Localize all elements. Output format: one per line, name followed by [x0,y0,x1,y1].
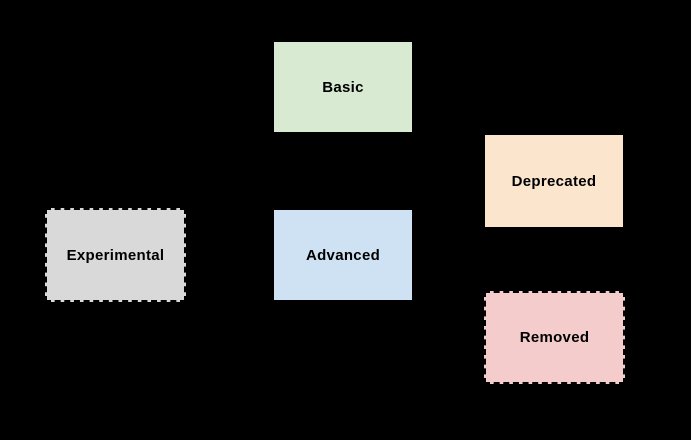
node-advanced-label: Advanced [305,246,381,264]
node-advanced: Advanced [273,209,413,301]
node-experimental-label: Experimental [66,246,165,264]
node-basic-label: Basic [322,78,364,96]
node-deprecated-label: Deprecated [511,172,597,190]
node-deprecated: Deprecated [484,134,624,228]
node-basic: Basic [273,41,413,133]
node-experimental: Experimental [45,208,186,302]
node-removed-label: Removed [519,329,590,346]
node-removed: Removed [484,291,625,384]
